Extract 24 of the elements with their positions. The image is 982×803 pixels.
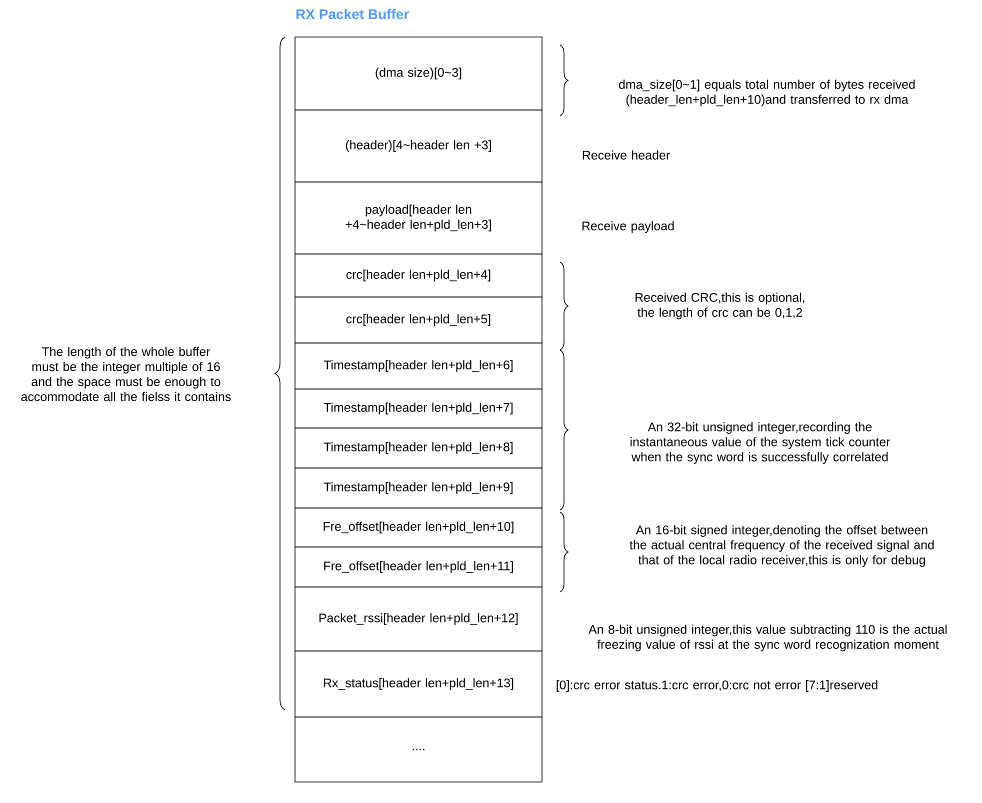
buffer-cell: crc[header len+pld_len+4] [294,254,542,298]
buffer-cell: (dma size)[0~3] [294,36,542,110]
buffer-cell: Timestamp[header len+pld_len+9] [294,468,542,508]
buffer-cell: Fre_offset[header len+pld_len+11] [294,546,542,588]
annotation-text: Receive payload [582,221,674,233]
buffer-cell: Packet_rssi[header len+pld_len+12] [294,586,542,652]
buffer-cell: (header)[4~header len +3] [294,110,542,182]
annotation-text: An 32-bit unsigned integer,recording the instantaneous value of the system tick counter when the sync word is successfully correlated [630,422,890,464]
buffer-cell: Fre_offset[header len+pld_len+10] [294,508,542,548]
buffer-cell: Timestamp[header len+pld_len+6] [294,342,542,390]
annotation-text: Received CRC,this is optional, the length of crc can be 0,1,2 [636,292,804,320]
buffer-cell: payload[header len +4~header len+pld_len+3] [294,182,542,254]
buffer-cell: Timestamp[header len+pld_len+8] [294,428,542,468]
buffer-cell: crc[header len+pld_len+5] [294,296,542,344]
annotation-text: An 8-bit unsigned integer,this value subtracting 110 is the actual freezing value of rssi at the sync word recognization moment [588,624,947,652]
buffer-cell: Timestamp[header len+pld_len+7] [294,388,542,428]
annotation-text: The length of the whole buffer must be the integer multiple of 16 and the space must be enough to accommodate all the fielss it contains [21,346,231,402]
annotation-text: dma_size[0~1] equals total number of bytes received (header_len+pld_len+10)and transferred to rx dma [619,80,915,106]
title: RX Packet Buffer [296,8,409,20]
buffer-cell: .... [294,716,542,782]
annotation-text: [0]:crc error status.1:crc error,0:crc not error [7:1]reserved [556,680,878,692]
annotation-text: An 16-bit signed integer,denoting the offset between the actual central frequency of the received signal and that of the local radio receiver,this is only for debug [630,525,934,567]
buffer-cell: Rx_status[header len+pld_len+13] [294,650,542,718]
annotation-text: Receive header [582,150,670,160]
